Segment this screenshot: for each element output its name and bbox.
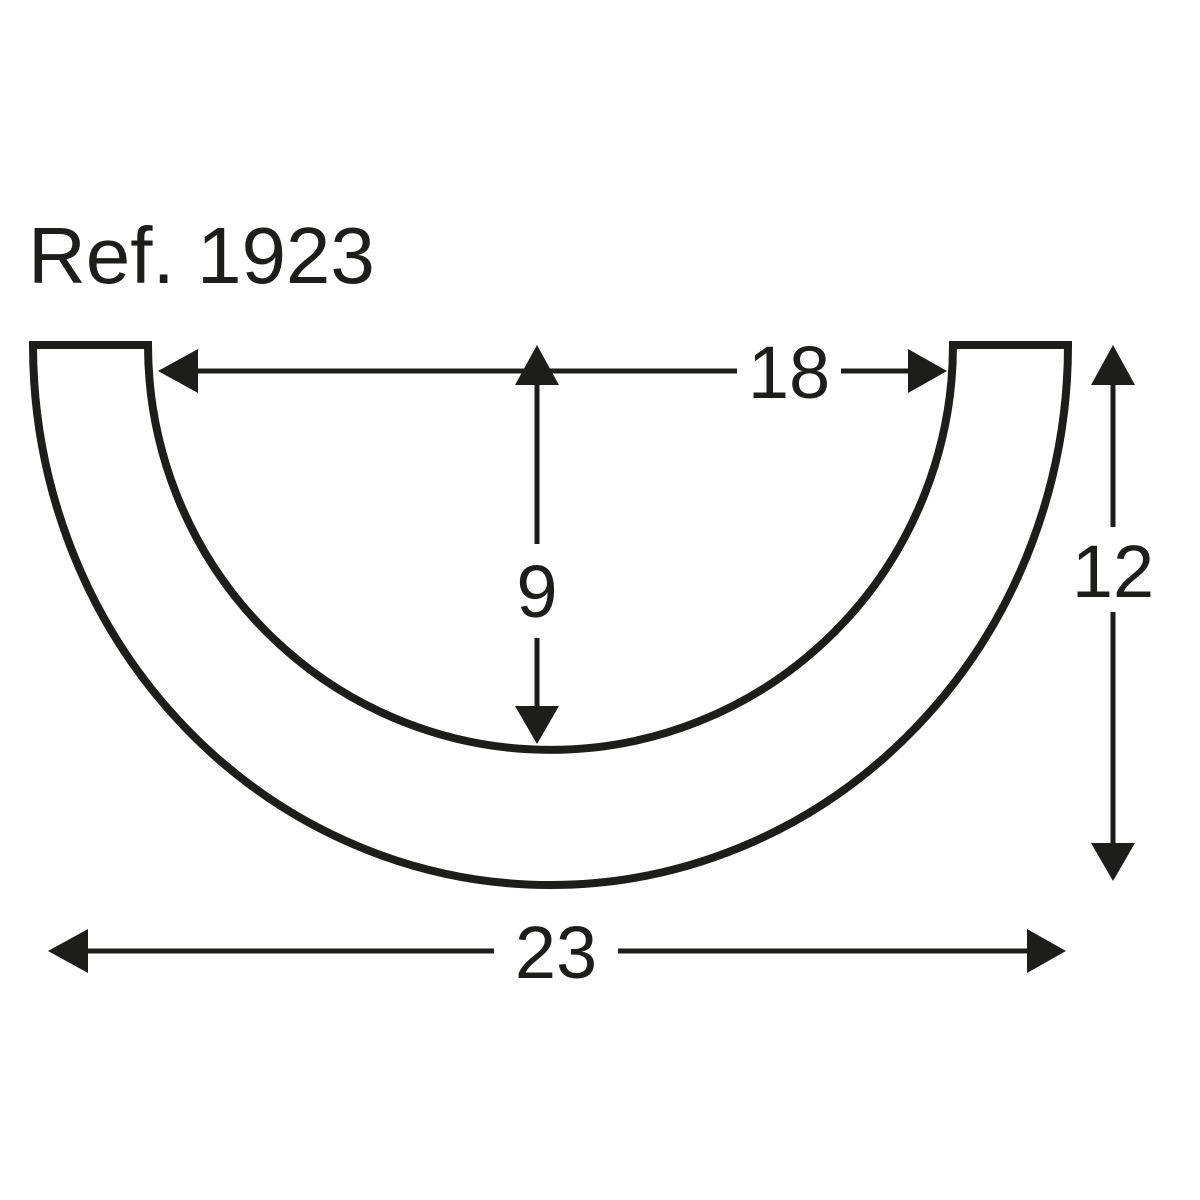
arrow-right-icon: [1027, 929, 1066, 973]
arrow-left-icon: [48, 929, 88, 973]
dimension-inner-depth: 9: [515, 345, 559, 744]
arrow-down-icon: [515, 706, 559, 744]
dimension-value-inner-width: 18: [748, 331, 830, 414]
arrow-down-icon: [1091, 843, 1135, 881]
dimension-value-outer-height: 12: [1072, 530, 1154, 613]
dimension-inner-width: 18: [158, 331, 947, 414]
arrow-left-icon: [158, 349, 198, 393]
arrow-up-icon: [1091, 345, 1135, 385]
diagram-title: Ref. 1923: [28, 211, 375, 300]
arrow-right-icon: [908, 349, 947, 393]
dimension-value-inner-depth: 9: [516, 550, 557, 633]
profile-outline: [28, 341, 1073, 889]
arrow-up-icon: [515, 345, 559, 385]
dimension-outer-height: 12: [1072, 345, 1154, 881]
dimension-outer-width: 23: [48, 911, 1066, 994]
dimension-value-outer-width: 23: [515, 911, 597, 994]
